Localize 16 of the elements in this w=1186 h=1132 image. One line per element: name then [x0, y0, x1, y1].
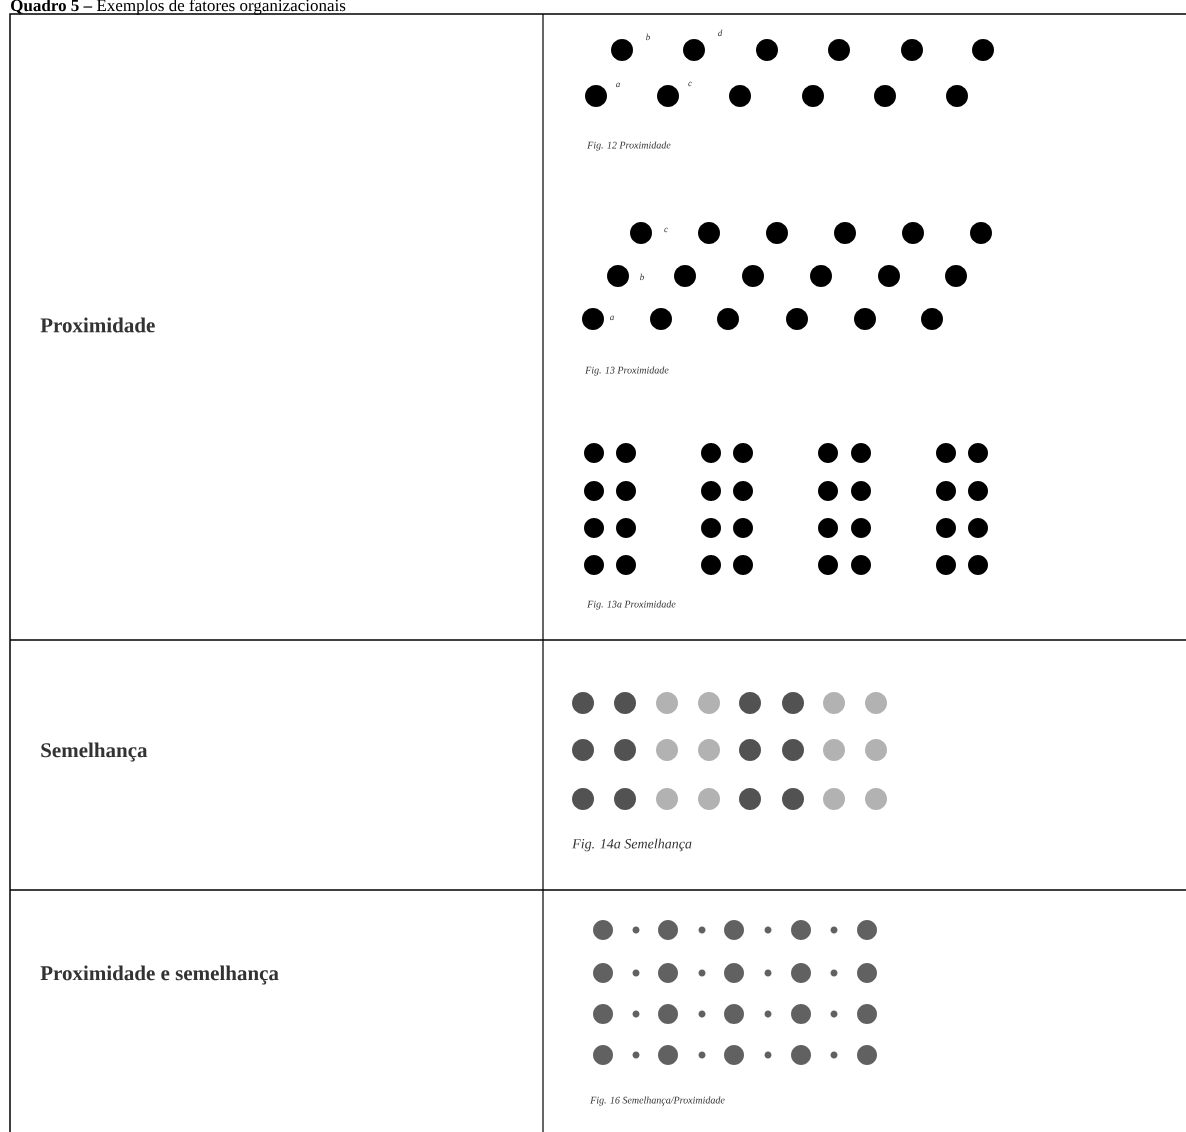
point-letter: a [616, 82, 620, 88]
figure-caption: Fig. 13 Proximidade [585, 366, 669, 376]
row-label: Proximidade e semelhança [40, 965, 279, 985]
point-letter: b [646, 33, 650, 41]
figure-caption: Fig. 12 Proximidade [587, 141, 671, 151]
figure-caption: Fig. 16 Semelhança/Proximidade [590, 1096, 725, 1106]
table-title: Quadro 5 – Exemplos de fatores organizacionais [11, 0, 346, 15]
row-label: Semelhança [41, 742, 148, 762]
point-letter: c [664, 227, 668, 233]
figure-caption: Fig. 13a Proximidade [587, 600, 676, 610]
row-label: Proximidade [40, 317, 155, 333]
point-letter: a [610, 315, 614, 321]
point-letter: d [718, 29, 723, 37]
point-letter: c [688, 81, 692, 87]
point-letter: b [640, 273, 644, 281]
figure-caption: Fig. 14a Semelhança [572, 838, 692, 852]
